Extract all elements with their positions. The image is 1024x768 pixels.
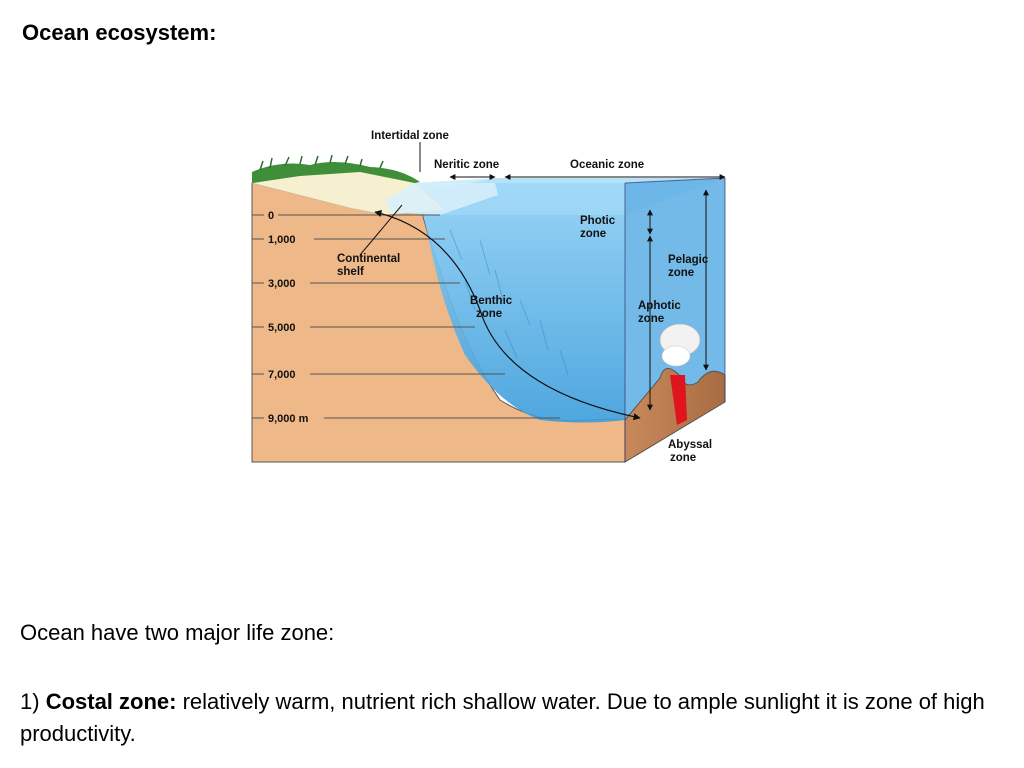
depth-label: 9,000 m — [268, 413, 309, 425]
point-heading: Costal zone: — [45, 689, 177, 714]
coast-grass — [252, 161, 420, 183]
label-abyssal-1: Abyssal — [668, 439, 712, 451]
depth-label: 7,000 — [268, 369, 296, 381]
depth-label: 3,000 — [268, 278, 296, 290]
label-photic-2: zone — [580, 228, 606, 240]
intro-text: Ocean have two major life zone: — [20, 620, 335, 645]
volcano — [670, 375, 687, 425]
label-benthic-1: Benthic — [470, 295, 513, 307]
label-benthic-2: zone — [476, 308, 502, 320]
label-pelagic-2: zone — [668, 267, 694, 279]
ocean-zones-diagram: 0 1,000 3,000 5,000 7,000 9,000 m Intert… — [251, 130, 726, 464]
label-photic-1: Photic — [580, 215, 616, 227]
slide-title: Ocean ecosystem: — [22, 20, 217, 45]
benthic-arrow — [374, 210, 641, 421]
label-neritic-zone: Neritic zone — [434, 159, 499, 171]
label-abyssal-2: zone — [670, 452, 696, 464]
label-continental-1: Continental — [337, 253, 400, 265]
label-aphotic-2: zone — [638, 313, 664, 325]
label-continental-2: shelf — [337, 266, 364, 278]
point-number: 1) — [20, 689, 46, 714]
depth-label: 1,000 — [268, 234, 296, 246]
depth-label: 0 — [268, 210, 274, 222]
label-oceanic-zone: Oceanic zone — [570, 159, 644, 171]
point-text: relatively warm, nutrient rich shallow w… — [20, 689, 985, 746]
coastal-zone-point: 1) Costal zone: relatively warm, nutrien… — [20, 686, 1010, 750]
label-intertidal-zone: Intertidal zone — [371, 130, 449, 142]
depth-label: 5,000 — [268, 322, 296, 334]
label-pelagic-1: Pelagic — [668, 254, 709, 266]
label-aphotic-1: Aphotic — [638, 300, 681, 312]
